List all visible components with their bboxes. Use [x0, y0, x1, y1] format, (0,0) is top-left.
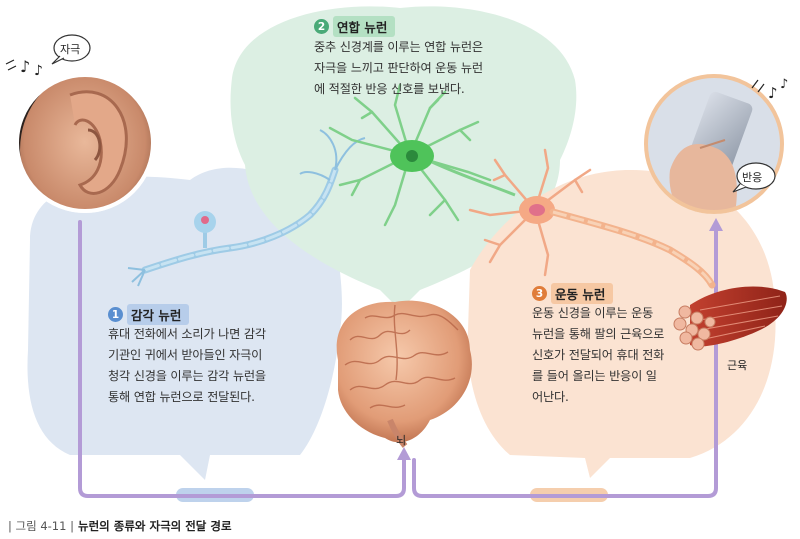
inter-line: 에 적절한 반응 신호를 보낸다. [314, 82, 465, 96]
motor-neuron-text: 운동 신경을 이루는 운동 뉴런을 통해 팔의 근육으로 신호가 전달되어 휴대… [532, 303, 664, 408]
music-notes-left: ♪ ♪ [5, 57, 43, 79]
brain-label: 뇌 [396, 434, 407, 447]
figure-title: 뉴런의 종류와 자극의 전달 경로 [78, 519, 232, 533]
sensory-neuron-title: 감각 뉴런 [127, 304, 190, 325]
arrow-to-brain [397, 447, 411, 460]
figure-number: | 그림 4-11 | [8, 519, 74, 533]
arrow-to-phone [709, 218, 723, 231]
inter-neuron-title: 연합 뉴런 [333, 16, 396, 37]
sensory-neuron-header: 1 감각 뉴런 [108, 304, 190, 325]
muscle-label: 근육 [727, 359, 748, 372]
svg-text:♪: ♪ [780, 77, 788, 92]
svg-text:♪: ♪ [768, 84, 778, 102]
sensory-line: 기관인 귀에서 받아들인 자극이 [108, 348, 263, 362]
signal-path [78, 220, 718, 498]
muscle-bundle [673, 286, 787, 351]
ear-photo [15, 73, 155, 213]
response-bubble [732, 162, 776, 193]
interneuron [328, 83, 516, 227]
inter-neuron-header: 2 연합 뉴런 [314, 16, 396, 37]
sensory-neuron-text: 휴대 전화에서 소리가 나면 감각 기관인 귀에서 받아들인 자극이 청각 신경… [108, 324, 266, 408]
phone-photo [644, 74, 784, 214]
motor-line: 를 들어 올리는 반응이 일 [532, 369, 657, 383]
sensory-line: 청각 신경을 이루는 감각 뉴런을 [108, 369, 266, 383]
figure-caption: | 그림 4-11 | 뉴런의 종류와 자극의 전달 경로 [8, 518, 232, 534]
inter-line: 중추 신경계를 이루는 연합 뉴런은 [314, 40, 483, 54]
motor-line: 어난다. [532, 390, 569, 404]
sensory-neuron-number: 1 [108, 307, 123, 322]
motor-line: 뉴런을 통해 팔의 근육으로 [532, 327, 665, 341]
inter-neuron-text: 중추 신경계를 이루는 연합 뉴런은 자극을 느끼고 판단하여 운동 뉴런 에 … [314, 37, 483, 100]
sensory-line: 통해 연합 뉴런으로 전달된다. [108, 390, 255, 404]
motor-neuron-number: 3 [532, 286, 547, 301]
motor-line: 신호가 전달되어 휴대 전화 [532, 348, 665, 362]
svg-text:♪: ♪ [20, 57, 30, 76]
svg-text:♪: ♪ [34, 63, 43, 79]
motor-neuron-title: 운동 뉴런 [551, 283, 614, 304]
sensory-line: 휴대 전화에서 소리가 나면 감각 [108, 327, 266, 341]
inter-neuron-number: 2 [314, 19, 329, 34]
inter-line: 자극을 느끼고 판단하여 운동 뉴런 [314, 61, 483, 75]
response-label: 반응 [742, 171, 763, 184]
brain [336, 300, 472, 448]
motor-neuron-header: 3 운동 뉴런 [532, 283, 614, 304]
sensory-neuron [127, 129, 366, 287]
stimulus-label: 자극 [60, 43, 81, 56]
motor-neuron [468, 148, 716, 289]
motor-line: 운동 신경을 이루는 운동 [532, 306, 654, 320]
stimulus-bubble [51, 34, 91, 65]
music-notes-right: ♪ ♪ [751, 77, 788, 102]
